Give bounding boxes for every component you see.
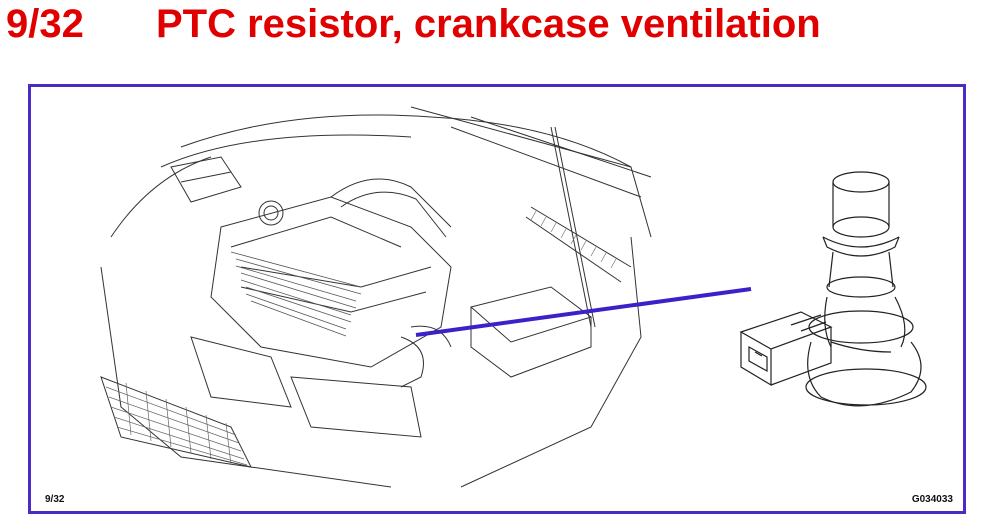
figure-code: G034033: [911, 494, 953, 505]
ptc-resistor-drawing: [739, 171, 927, 407]
figure-page-ref: 9/32: [45, 494, 65, 505]
figure-frame: 9/32 G034033: [28, 84, 966, 514]
engine-illustration: [100, 106, 927, 488]
page-header: 9/32 PTC resistor, crankcase ventilation: [0, 0, 981, 60]
page-number: 9/32: [6, 2, 84, 46]
engine-bay-drawing: [100, 106, 652, 488]
page-title: PTC resistor, crankcase ventilation: [156, 2, 821, 46]
pointer-line: [415, 287, 752, 337]
